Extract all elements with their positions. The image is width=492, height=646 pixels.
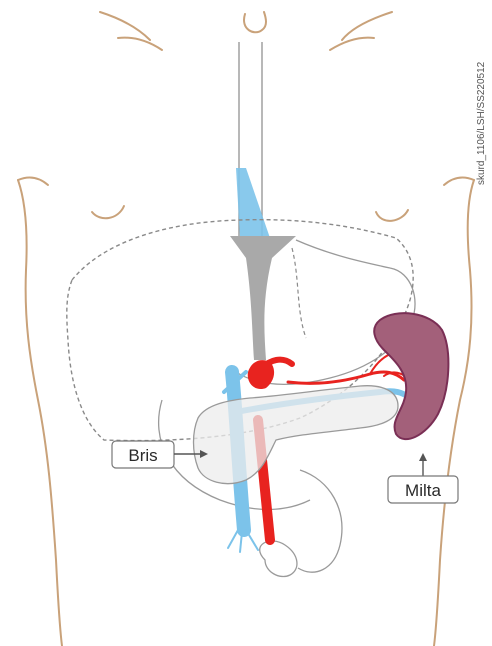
label-milta-arrowhead (419, 453, 427, 461)
label-milta: Milta (388, 453, 458, 503)
vein-root-1 (228, 530, 238, 548)
torso-right (434, 180, 474, 646)
label-bris-text: Bris (128, 446, 157, 465)
right-shoulder (444, 178, 474, 185)
duodenum-outline (298, 470, 342, 572)
vein-root-3 (246, 530, 258, 550)
liver-inner-dash (292, 248, 306, 338)
vena-cava-cone (236, 168, 270, 238)
right-nipple (376, 210, 408, 221)
neck-line-left (100, 12, 150, 40)
arteries (258, 352, 408, 540)
label-milta-text: Milta (405, 481, 441, 500)
small-intestine-loop (260, 541, 297, 577)
left-shoulder (18, 178, 48, 185)
throat-notch (244, 12, 266, 32)
esophageal-passage (230, 236, 296, 360)
credit-text: skurd_1106/LSH/SS220512 (476, 61, 487, 185)
neck-line-right (342, 12, 392, 40)
celiac-blob (248, 360, 274, 389)
left-nipple (92, 206, 124, 218)
neck-line-left-lower (118, 38, 162, 50)
neck-line-right-lower (330, 38, 374, 50)
torso-left (18, 180, 62, 646)
pancreas (194, 386, 399, 484)
